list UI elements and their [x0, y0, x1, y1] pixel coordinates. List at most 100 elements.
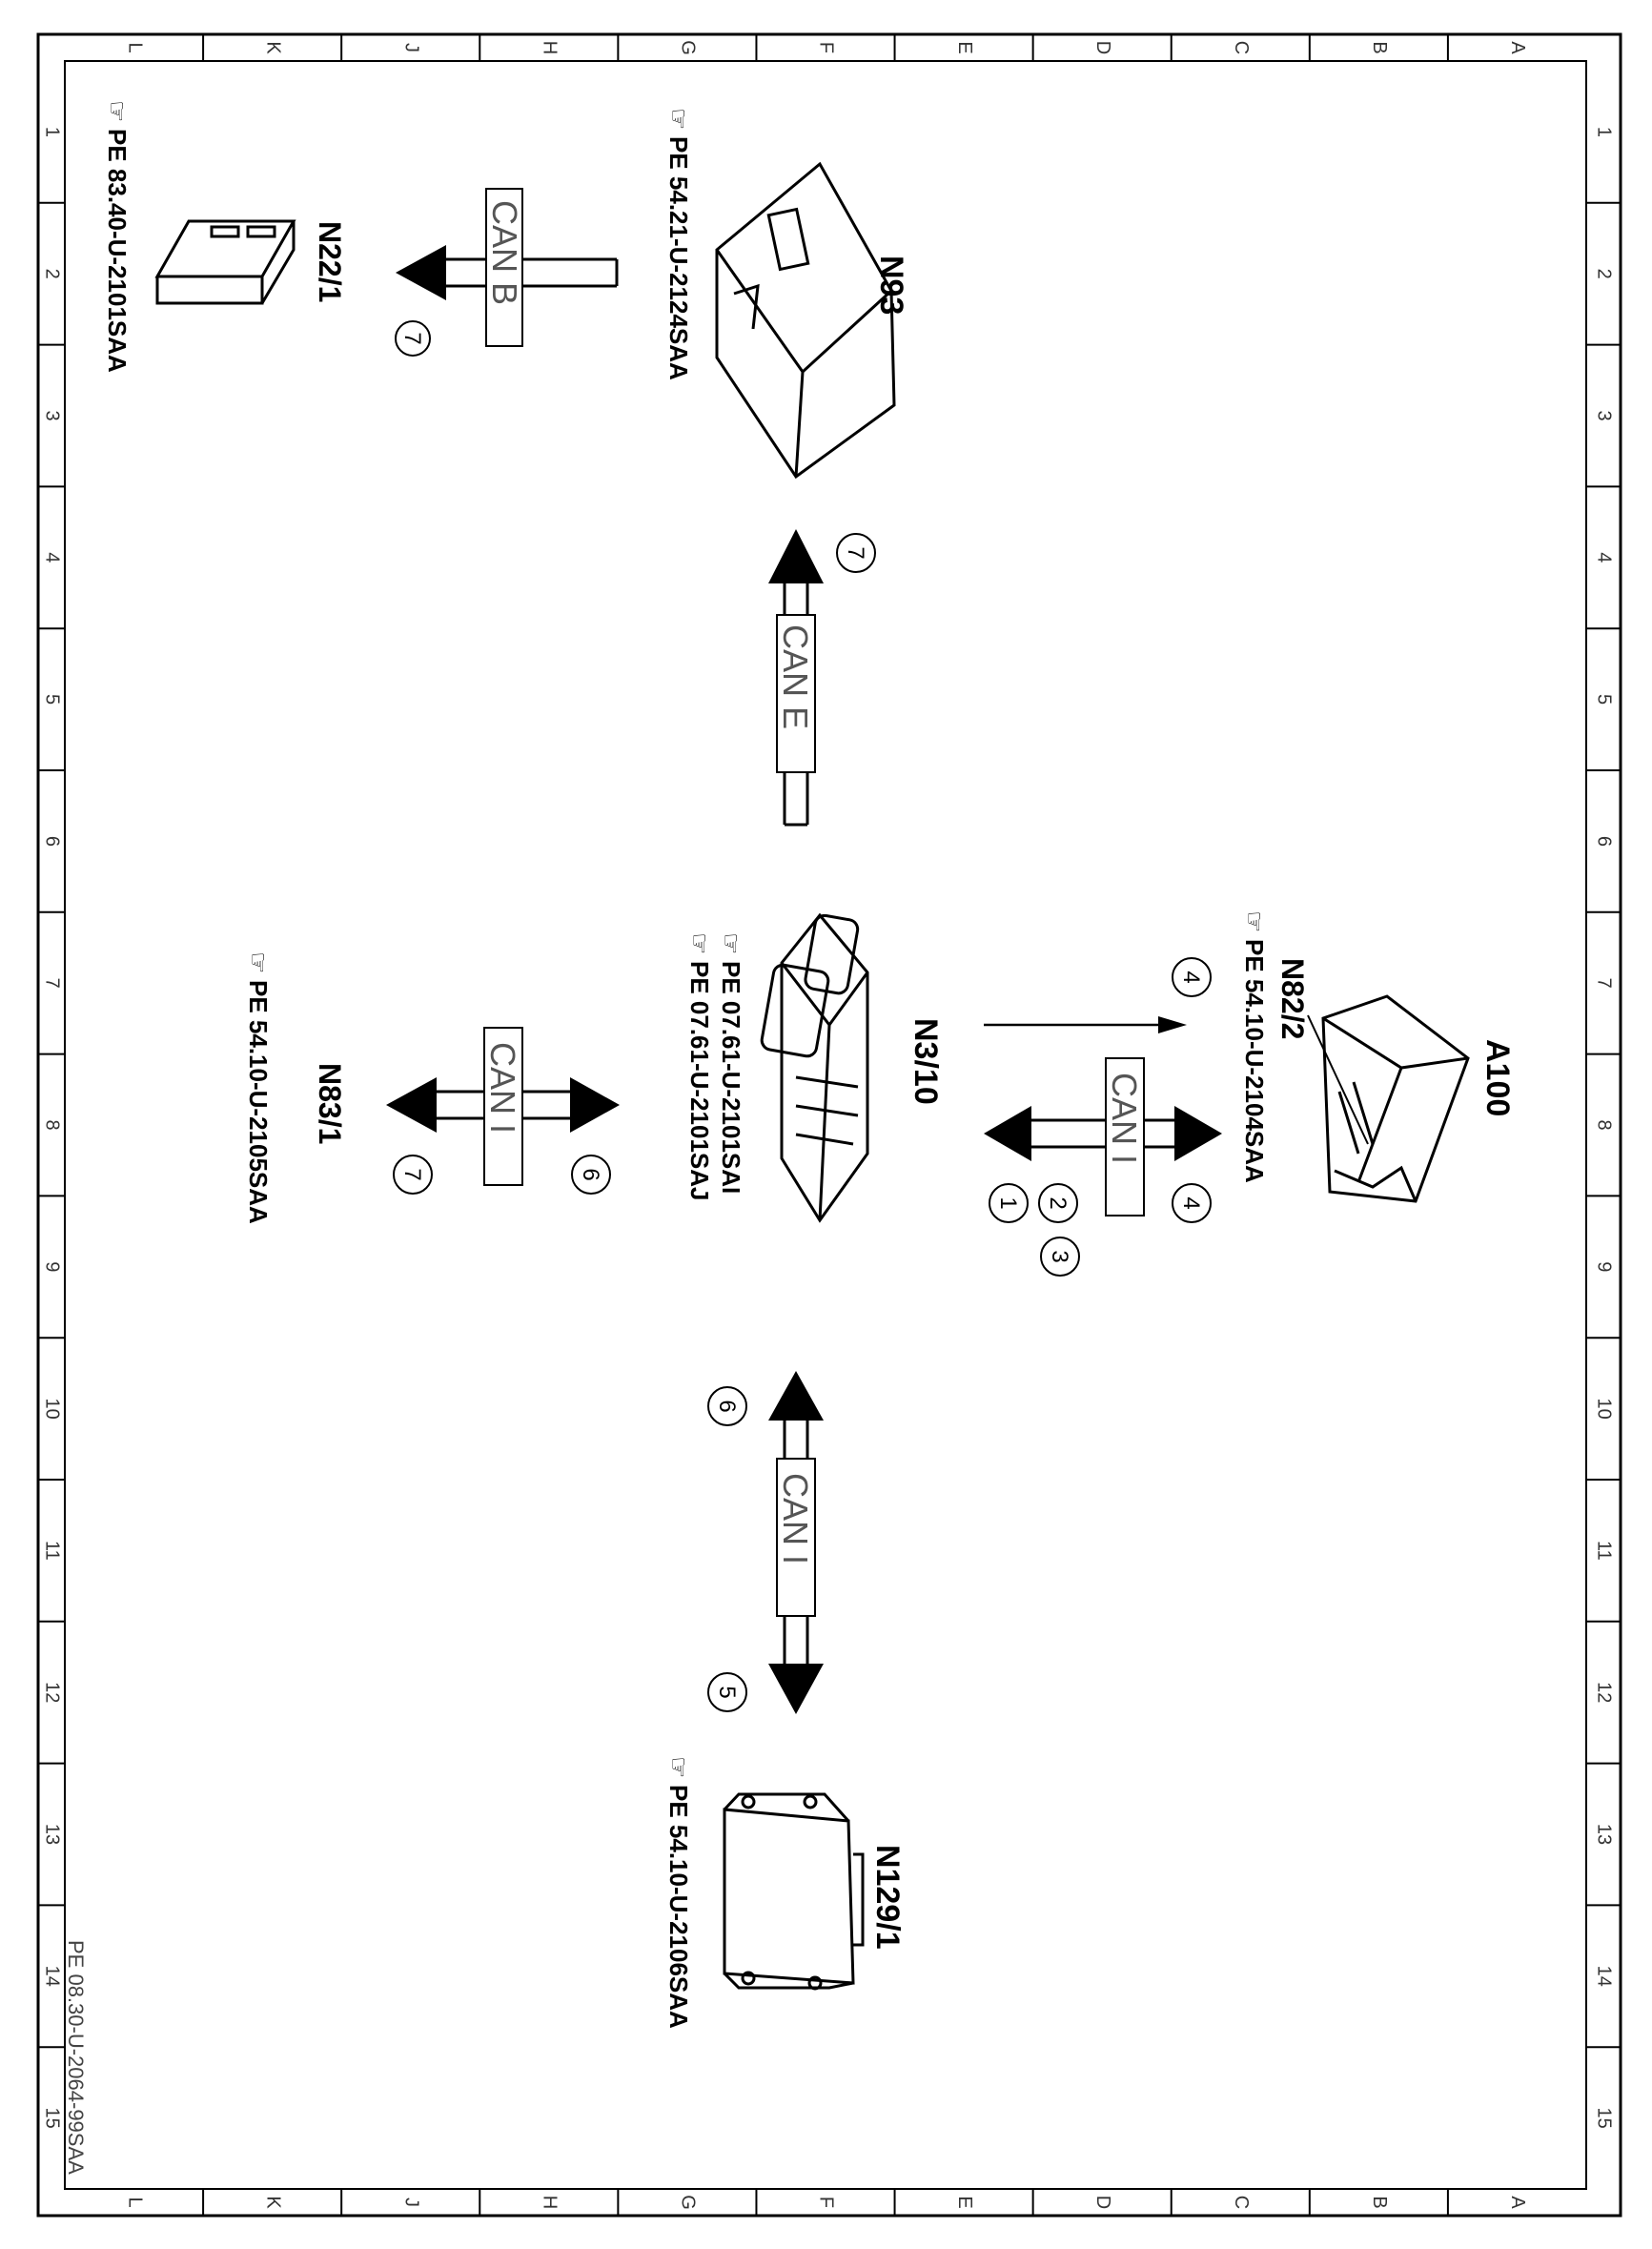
n22-1-group: N22/1 PE 83.40-U-2101SAA ☞	[103, 100, 347, 373]
frame-number-3-right: 3	[1594, 410, 1615, 420]
frame-number-2-left: 2	[42, 269, 63, 279]
n3-10-label: N3/10	[908, 1018, 944, 1105]
frame-number-4-left: 4	[42, 552, 63, 562]
can-i-n83-label: CAN I	[483, 1042, 522, 1134]
frame-number-13-left: 13	[42, 1824, 63, 1845]
n129-1-box	[723, 1792, 865, 1991]
callout-can-e-top	[836, 533, 876, 573]
a100-signal-arrowhead	[1158, 1016, 1187, 1033]
a100-label: A100	[1479, 1039, 1516, 1116]
can-e-group: CAN E 7	[768, 529, 876, 827]
can-e-arrowhead	[768, 529, 824, 583]
frame-number-14-right: 14	[1594, 1966, 1615, 1987]
frame-number-8-left: 8	[42, 1119, 63, 1130]
frame-number-5-right: 5	[1594, 694, 1615, 705]
frame-letter-a-bottom: A	[1507, 2196, 1528, 2209]
can-i-n83-group: CAN I 6 7	[386, 1027, 620, 1195]
frame-number-14-left: 14	[42, 1966, 63, 1987]
n22-1-label: N22/1	[313, 221, 347, 302]
diagram-overlay: N93 PE 54.21-U-2124SAA ☞ CAN B 7 N22/1 P…	[64, 100, 1516, 2175]
frame-number-15-right: 15	[1594, 2107, 1615, 2128]
callout-n22-1-text: 7	[399, 332, 425, 344]
frame-number-6-right: 6	[1594, 836, 1615, 847]
n93-ref: PE 54.21-U-2124SAA	[664, 136, 693, 380]
a100-group: A100 N82/2 PE 54.10-U-2104SAA ☞	[1240, 910, 1516, 1203]
n93-group: N93 PE 54.21-U-2124SAA ☞	[664, 108, 909, 480]
callout-n22-1	[395, 320, 431, 357]
can-b-group: CAN B 7	[395, 188, 619, 357]
frame-number-11-left: 11	[42, 1541, 63, 1561]
callout-n3-10-3	[1040, 1237, 1080, 1277]
a100-ref-hand-icon: ☞	[1240, 910, 1269, 932]
frame-letter-k-top: K	[262, 41, 283, 54]
frame-number-9-right: 9	[1594, 1261, 1615, 1272]
frame-letter-g-top: G	[678, 40, 699, 55]
frame-number-6-left: 6	[42, 836, 63, 847]
n83-1-label: N83/1	[313, 1063, 347, 1144]
callout-n129-top-text: 6	[714, 1400, 740, 1412]
can-b-arrowhead	[396, 245, 446, 300]
callout-can-e-top-text: 7	[843, 546, 868, 559]
can-i-n83-tag	[483, 1027, 523, 1186]
can-i-a100-arrowhead-left	[984, 1106, 1031, 1161]
callout-n83-right	[571, 1155, 611, 1195]
n3-10-group: N3/10 PE 07.61-U-2101SAI ☞ PE 07.61-U-21…	[685, 912, 944, 1223]
n3-10-ref2: PE 07.61-U-2101SAJ	[685, 961, 714, 1200]
frame-number-10-right: 10	[1594, 1398, 1615, 1419]
doc-id: PE 08.30-U-2064-99SAA	[64, 1940, 88, 2175]
frame-letter-h-bottom: H	[540, 2196, 561, 2209]
can-i-a100-group: CAN I 4 1 2 3	[984, 1057, 1222, 1277]
frame-number-4-right: 4	[1594, 552, 1615, 562]
a100-signal-group: 4	[984, 957, 1212, 1033]
can-i-n129-arrowhead-bottom	[768, 1664, 824, 1714]
callout-n83-left	[393, 1155, 433, 1195]
n82-2-leader-line	[1307, 1014, 1369, 1145]
frame-letter-g-bottom: G	[678, 2195, 699, 2210]
n22-1-box	[154, 219, 296, 305]
a100-box	[1321, 994, 1470, 1203]
n129-1-group: N129/1 PE 54.10-U-2106SAA ☞	[664, 1756, 906, 2029]
n83-1-ref: PE 54.10-U-2105SAA	[244, 980, 273, 1224]
callout-n129-bottom-text: 5	[714, 1686, 740, 1698]
can-i-n129-label: CAN I	[776, 1473, 815, 1564]
n129-1-ref-hand-icon: ☞	[664, 1756, 693, 1778]
frame-letter-c-bottom: C	[1231, 2196, 1252, 2209]
callout-n3-10-1-text: 1	[995, 1196, 1021, 1209]
n83-1-group: N83/1 PE 54.10-U-2105SAA ☞	[244, 951, 347, 1224]
frame-letter-l-top: L	[124, 42, 145, 52]
frame-number-2-right: 2	[1594, 269, 1615, 279]
frame-letter-f-top: F	[816, 42, 837, 53]
callout-a100-bus-text: 4	[1178, 1196, 1204, 1209]
frame-letter-j-bottom: J	[400, 2198, 421, 2207]
callout-n83-left-text: 7	[399, 1168, 425, 1180]
inner-border	[64, 60, 1587, 2190]
frame-number-13-right: 13	[1594, 1824, 1615, 1845]
n3-10-ref1-hand-icon: ☞	[717, 932, 745, 954]
callout-a100-signal-text: 4	[1178, 971, 1204, 983]
frame-number-15-left: 15	[42, 2107, 63, 2128]
frame-number-11-right: 11	[1594, 1541, 1615, 1561]
can-i-n129-group: CAN I 6 5	[707, 1371, 824, 1714]
frame-number-9-left: 9	[42, 1261, 63, 1272]
frame-letter-k-bottom: K	[262, 2196, 283, 2209]
frame-letter-a-top: A	[1507, 41, 1528, 54]
frame-number-12-left: 12	[42, 1682, 63, 1703]
can-i-n129-tag	[776, 1458, 816, 1617]
frame-letter-j-top: J	[400, 43, 421, 52]
can-i-a100-arrowhead-right	[1174, 1106, 1222, 1161]
callout-n129-bottom	[707, 1672, 747, 1712]
frame-number-8-right: 8	[1594, 1119, 1615, 1130]
can-i-n83-arrowhead-right	[570, 1077, 620, 1133]
sheet-frame	[36, 32, 1622, 2218]
n22-1-ref-hand-icon: ☞	[103, 100, 132, 122]
n83-1-ref-hand-icon: ☞	[244, 951, 273, 973]
n129-1-ref: PE 54.10-U-2106SAA	[664, 1785, 693, 2029]
frame-letter-d-top: D	[1092, 41, 1113, 54]
can-e-tag	[776, 614, 816, 773]
can-i-n129-arrowhead-top	[768, 1371, 824, 1421]
callout-n3-10-3-text: 3	[1047, 1250, 1072, 1262]
frame-grid-ticks	[38, 34, 1621, 2216]
can-i-a100-tag	[1105, 1057, 1145, 1217]
